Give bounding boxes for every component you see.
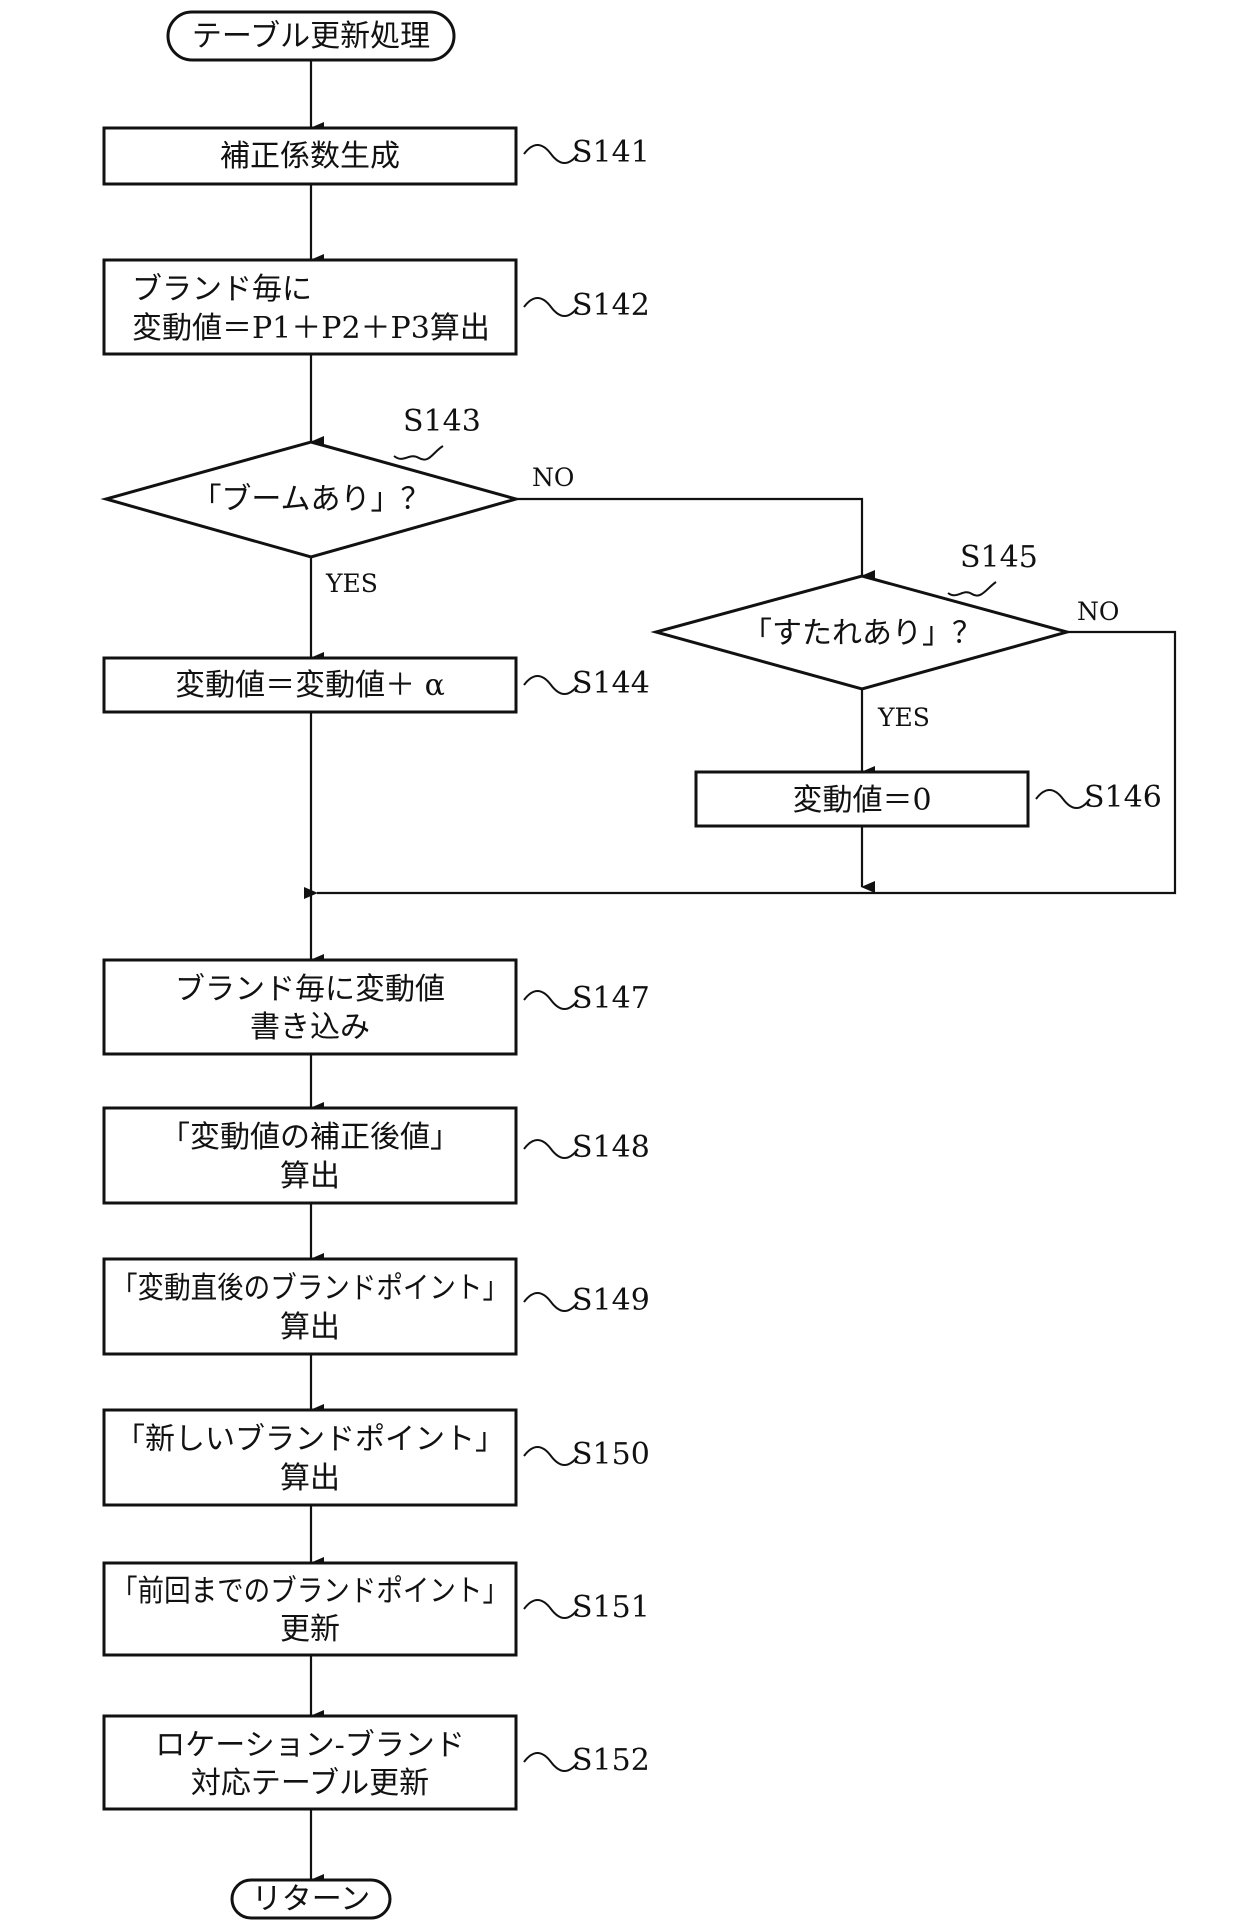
s150-leader	[523, 1446, 579, 1466]
s151-text-line2: 更新	[280, 1612, 340, 1647]
decision-s143: 「ブームあり」？ S143	[100, 404, 522, 559]
s143-no-label: NO	[532, 463, 574, 492]
end-label: リターン	[252, 1882, 371, 1917]
process-s141: 補正係数生成 S141	[102, 126, 650, 186]
s141-step-id: S141	[572, 135, 650, 170]
s145-no-label: NO	[1077, 597, 1119, 626]
process-s150: 「新しいブランドポイント」 算出 S150	[102, 1408, 650, 1507]
s145-text: 「すたれあり」？	[742, 616, 982, 651]
start-label: テーブル更新処理	[192, 19, 430, 54]
s151-leader	[523, 1599, 579, 1619]
s145-yes-label: YES	[877, 703, 930, 732]
s151-text-line1: 「前回までのブランドポイント」	[111, 1574, 509, 1609]
s150-text-line2: 算出	[280, 1461, 340, 1496]
s146-text: 変動値＝0	[792, 783, 931, 818]
s144-step-id: S144	[572, 666, 650, 701]
s142-text-line2: 変動値＝P1＋P2＋P3算出	[132, 311, 490, 346]
s147-text-line2: 書き込み	[250, 1010, 370, 1045]
process-s146: 変動値＝0 S146	[694, 770, 1162, 828]
s144-leader	[523, 675, 579, 695]
s142-step-id: S142	[572, 288, 650, 323]
process-s152: ロケーション-ブランド 対応テーブル更新 S152	[102, 1714, 650, 1811]
end-terminator: リターン	[230, 1878, 392, 1920]
s148-leader	[523, 1139, 579, 1159]
s143-step-id: S143	[403, 404, 481, 439]
s150-step-id: S150	[572, 1437, 650, 1472]
process-s147: ブランド毎に変動値 書き込み S147	[102, 958, 650, 1056]
arrow-s145-no-to-merge	[304, 630, 1177, 899]
s152-text-line2: 対応テーブル更新	[191, 1766, 429, 1801]
process-s142: ブランド毎に 変動値＝P1＋P2＋P3算出 S142	[102, 258, 650, 356]
s142-leader	[523, 297, 579, 317]
process-s149: 「変動直後のブランドポイント」 算出 S149	[102, 1257, 650, 1356]
s145-step-id: S145	[960, 540, 1038, 575]
s147-text-line1: ブランド毎に変動値	[175, 972, 445, 1007]
process-s144: 変動値＝変動値＋ α S144	[102, 656, 650, 714]
s143-leader	[393, 445, 444, 461]
process-s151: 「前回までのブランドポイント」 更新 S151	[102, 1561, 650, 1657]
s152-text-line1: ロケーション-ブランド	[155, 1728, 465, 1763]
s149-leader	[523, 1292, 579, 1312]
s146-leader	[1035, 789, 1091, 809]
s149-step-id: S149	[572, 1283, 650, 1318]
s149-text-line1: 「変動直後のブランドポイント」	[111, 1271, 509, 1306]
s147-leader	[523, 990, 579, 1010]
s150-text-line1: 「新しいブランドポイント」	[115, 1422, 505, 1457]
s145-leader	[947, 581, 997, 597]
s141-leader	[523, 144, 579, 164]
s148-text-line2: 算出	[280, 1159, 340, 1194]
s148-text-line1: 「変動値の補正後値」	[160, 1120, 460, 1155]
s143-text: 「ブームあり」？	[191, 482, 430, 517]
s152-leader	[523, 1752, 579, 1772]
s147-step-id: S147	[572, 981, 650, 1016]
arrow-s143-no-to-s145	[516, 497, 875, 582]
decision-s145: 「すたれあり」？ S145	[650, 540, 1073, 691]
s144-text: 変動値＝変動値＋ α	[175, 668, 445, 703]
s149-text-line2: 算出	[280, 1310, 340, 1345]
s148-step-id: S148	[572, 1130, 650, 1165]
s152-step-id: S152	[572, 1743, 650, 1778]
s141-text: 補正係数生成	[220, 139, 400, 174]
process-s148: 「変動値の補正後値」 算出 S148	[102, 1106, 650, 1205]
s143-yes-label: YES	[325, 569, 378, 598]
s142-text-line1: ブランド毎に	[132, 272, 312, 307]
s146-step-id: S146	[1084, 780, 1162, 815]
s151-step-id: S151	[572, 1590, 650, 1625]
start-terminator: テーブル更新処理	[166, 10, 456, 62]
